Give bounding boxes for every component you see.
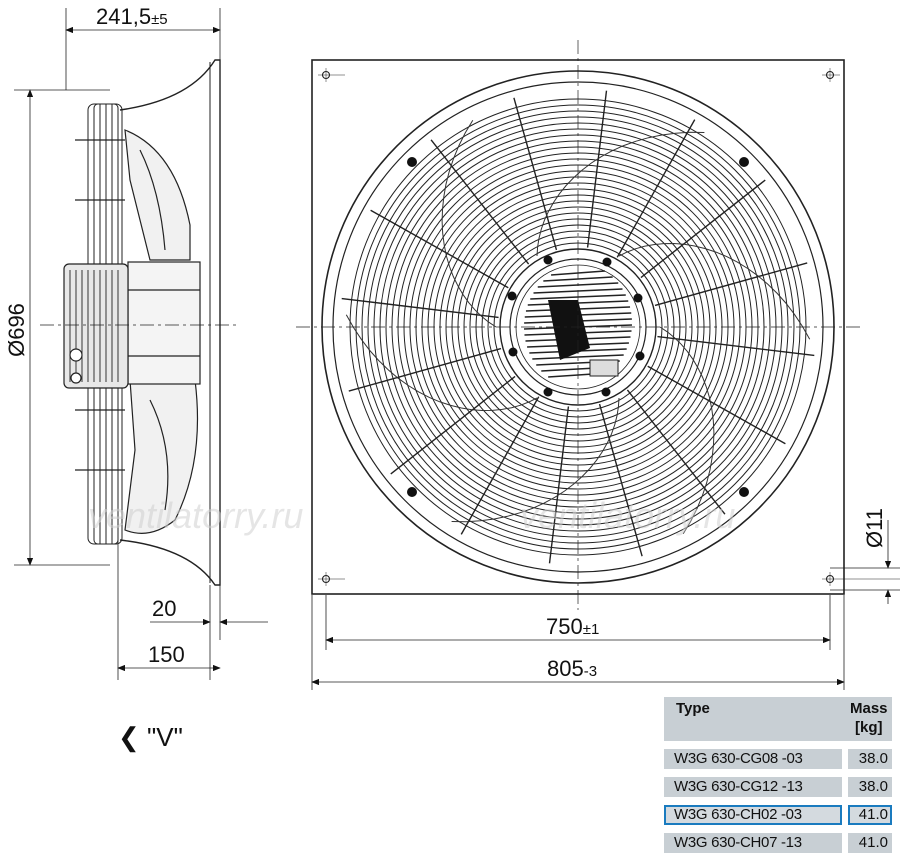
blade-edge [451,397,620,523]
guard-spoke [647,365,786,445]
blade-edge [659,326,715,535]
motor-depth-label: 150 [148,642,185,667]
guard-spoke [348,347,502,392]
mass-cell: 41.0 [848,805,892,825]
blade-edge [618,242,811,340]
mass-unit-header: [kg] [855,719,883,736]
table-row[interactable]: W3G 630-CG08 -03 38.0 [664,749,892,771]
table-row-selected[interactable]: W3G 630-CH02 -03 41.0 [664,805,892,827]
guard-spoke [548,406,570,564]
guard-spoke [598,403,643,557]
table-header: Type Mass [kg] [664,697,892,741]
hole-diameter-label: Ø11 [862,508,887,548]
hub-fin [532,354,624,360]
type-cell: W3G 630-CH07 -13 [664,833,842,853]
guard-spoke [460,396,540,535]
mass-column-header: Mass [850,700,888,717]
type-mass-table: Type Mass [kg] W3G 630-CG08 -03 38.0 W3G… [664,697,892,853]
mass-cell: 38.0 [848,777,892,797]
guard-spoke [626,389,726,515]
guard-spoke [370,209,509,289]
table-row[interactable]: W3G 630-CH07 -13 41.0 [664,833,892,855]
table-row[interactable]: W3G 630-CG12 -13 38.0 [664,777,892,799]
blade-edge [441,119,497,328]
ring-depth-label: 20 [152,596,176,621]
front-view [296,40,900,690]
depth-label: 241,5±5 [96,4,168,29]
type-cell: W3G 630-CG08 -03 [664,749,842,769]
watermark-right: ventilatorry.ru [520,495,735,536]
plate-width-label: 805-3 [547,656,597,681]
guard-spoke [640,179,766,279]
guard-spoke [657,335,815,357]
hole-spacing-label: 750±1 [546,614,599,639]
blade-edge [345,314,538,412]
guard-spoke [654,262,808,307]
guard-spoke [513,97,558,251]
diameter-label: Ø696 [4,303,29,357]
type-cell: W3G 630-CG12 -13 [664,777,842,797]
guard-spoke [390,375,516,475]
guard-spoke [586,90,608,248]
mass-cell: 41.0 [848,833,892,853]
view-v-label: ❮ "V" [118,722,183,752]
type-cell: W3G 630-CH02 -03 [664,805,842,825]
watermark-left: ventilatorry.ru [88,495,303,536]
mass-cell: 38.0 [848,749,892,769]
guard-spoke [430,139,530,265]
guard-spoke [341,297,499,319]
type-column-header: Type [676,700,710,717]
guard-spoke [616,119,696,258]
side-view [14,8,268,680]
blade-edge [536,131,705,257]
